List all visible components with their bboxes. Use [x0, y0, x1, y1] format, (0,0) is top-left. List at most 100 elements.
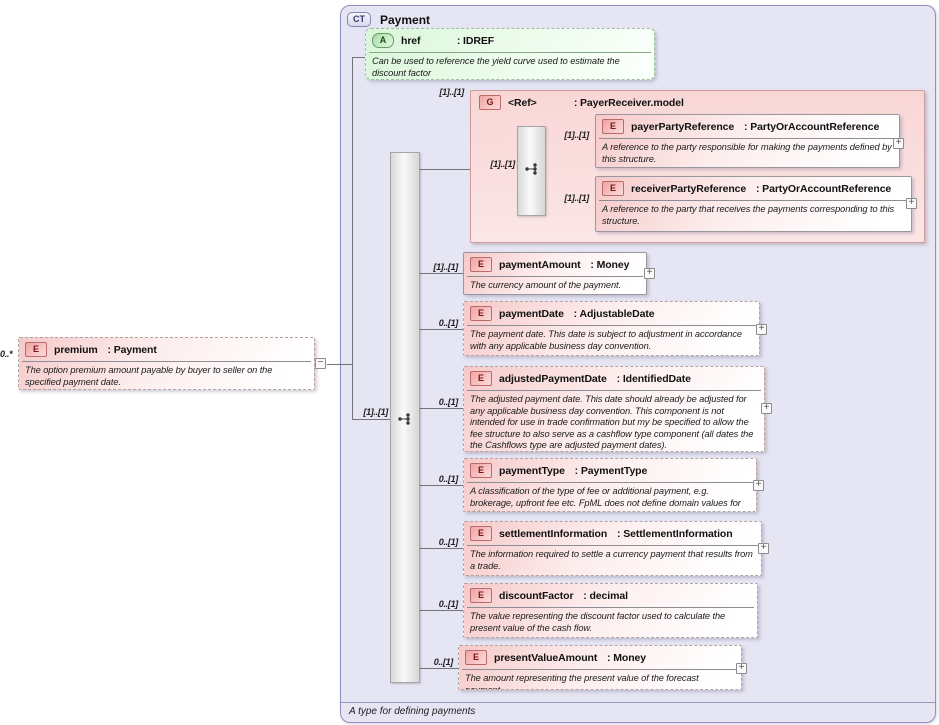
element-cardinality: 0..[1]: [438, 474, 459, 484]
element-name: presentValueAmount: [494, 651, 598, 664]
element-type: PartyOrAccountReference: [741, 121, 879, 133]
connector-line: [420, 273, 463, 274]
connector-line: [352, 419, 390, 420]
element-type: AdjustableDate: [571, 308, 655, 320]
element-type: Money: [588, 259, 630, 271]
expand-toggle[interactable]: +: [906, 198, 917, 209]
element-payerpartyreference[interactable]: E payerPartyReference PartyOrAccountRefer…: [595, 114, 900, 168]
expand-toggle[interactable]: +: [736, 663, 747, 674]
element-annotation: The amount representing the present valu…: [465, 673, 699, 690]
divider: [467, 276, 643, 277]
connector-line: [327, 364, 352, 365]
attribute-annotation: Can be used to reference the yield curve…: [372, 56, 620, 78]
sequence-icon: [524, 162, 540, 181]
divider: [22, 361, 311, 362]
element-cardinality: 0..[1]: [438, 397, 459, 407]
divider: [467, 545, 758, 546]
element-discountfactor[interactable]: E discountFactor decimal The value repres…: [463, 583, 758, 638]
element-type: Payment: [105, 344, 157, 356]
element-name: premium: [54, 343, 98, 356]
element-badge-icon: E: [470, 588, 492, 603]
element-paymentdate[interactable]: E paymentDateAdjustableDate The payment …: [463, 301, 760, 356]
divider: [369, 52, 651, 53]
element-annotation: The adjusted payment date. This date sho…: [470, 394, 754, 450]
element-type: SettlementInformation: [614, 528, 732, 540]
divider: [467, 607, 754, 608]
element-type: PaymentType: [572, 465, 648, 477]
element-cardinality: 0..[1]: [438, 318, 459, 328]
divider: [467, 325, 756, 326]
element-type: decimal: [580, 590, 628, 602]
element-badge-icon: E: [25, 342, 47, 357]
expand-toggle[interactable]: +: [753, 480, 764, 491]
element-settlementinformation[interactable]: E settlementInformationSettlementInforma…: [463, 521, 762, 576]
divider: [462, 669, 738, 670]
element-cardinality: [1]..[1]: [433, 262, 458, 272]
element-presentvalueamount[interactable]: E presentValueAmount Money The amount rep…: [458, 645, 742, 690]
divider: [467, 390, 761, 391]
element-adjustedpaymentdate[interactable]: E adjustedPaymentDateIdentifiedDate The …: [463, 366, 765, 452]
connector-line: [420, 169, 470, 170]
element-premium[interactable]: E premium Payment The option premium amou…: [18, 337, 315, 390]
attribute-type: IDREF: [454, 35, 494, 47]
element-name: adjustedPaymentDate: [499, 372, 607, 385]
element-annotation: The option premium amount payable by buy…: [25, 365, 273, 387]
divider: [599, 200, 908, 201]
element-name: discountFactor: [499, 589, 574, 602]
element-paymenttype[interactable]: E paymentTypePaymentType A classificatio…: [463, 458, 757, 512]
divider: [467, 482, 753, 483]
connector-line: [352, 57, 365, 58]
group-badge-icon: G: [479, 95, 501, 110]
complex-type-header: CT Payment: [347, 12, 430, 27]
element-receiverpartyreference[interactable]: E receiverPartyReference PartyOrAccountRe…: [595, 176, 912, 232]
collapse-toggle[interactable]: −: [315, 358, 326, 369]
divider: [599, 138, 896, 139]
element-badge-icon: E: [602, 181, 624, 196]
element-annotation: The value representing the discount fact…: [470, 611, 726, 633]
element-name: settlementInformation: [499, 527, 608, 540]
element-badge-icon: E: [470, 371, 492, 386]
element-type: Money: [604, 652, 646, 664]
connector-line: [420, 668, 458, 669]
element-name: paymentDate: [499, 307, 564, 320]
complex-type-annotation: A type for defining payments: [341, 702, 935, 722]
element-cardinality: [1]..[1]: [564, 193, 589, 203]
connector-line: [420, 408, 463, 409]
element-annotation: A reference to the party responsible for…: [602, 142, 892, 164]
expand-toggle[interactable]: +: [893, 138, 904, 149]
element-name: payerPartyReference: [631, 120, 735, 133]
premium-cardinality: 0..*: [0, 349, 13, 359]
element-cardinality: [1]..[1]: [564, 130, 589, 140]
expand-toggle[interactable]: +: [758, 543, 769, 554]
sequence-cardinality: [1]..[1]: [363, 407, 388, 417]
element-name: receiverPartyReference: [631, 182, 747, 195]
element-annotation: The currency amount of the payment.: [470, 280, 622, 290]
complex-type-badge: CT: [347, 12, 371, 27]
element-badge-icon: E: [470, 257, 492, 272]
connector-line: [352, 57, 353, 420]
element-badge-icon: E: [602, 119, 624, 134]
expand-toggle[interactable]: +: [756, 324, 767, 335]
element-badge-icon: E: [465, 650, 487, 665]
connector-line: [420, 485, 463, 486]
group-type: PayerReceiver.model: [571, 97, 684, 109]
group-cardinality: [1]..[1]: [439, 87, 464, 97]
expand-toggle[interactable]: +: [761, 403, 772, 414]
connector-line: [420, 329, 463, 330]
element-type: PartyOrAccountReference: [753, 183, 891, 195]
expand-toggle[interactable]: +: [644, 268, 655, 279]
complex-type-title: Payment: [380, 12, 431, 27]
element-annotation: A classification of the type of fee or a…: [470, 486, 741, 511]
element-cardinality: 0..[1]: [433, 657, 454, 667]
element-name: paymentAmount: [499, 258, 581, 271]
element-annotation: The information required to settle a cur…: [470, 549, 753, 571]
group-sequence-cardinality: [1]..[1]: [490, 159, 515, 169]
sequence-icon: [397, 412, 413, 431]
attribute-name: href: [401, 34, 421, 47]
element-cardinality: 0..[1]: [438, 537, 459, 547]
element-name: paymentType: [499, 464, 565, 477]
element-paymentamount[interactable]: E paymentAmount Money The currency amount…: [463, 252, 647, 295]
sequence-bar: [390, 152, 420, 683]
attribute-href[interactable]: A hrefIDREF Can be used to reference the…: [365, 28, 655, 80]
